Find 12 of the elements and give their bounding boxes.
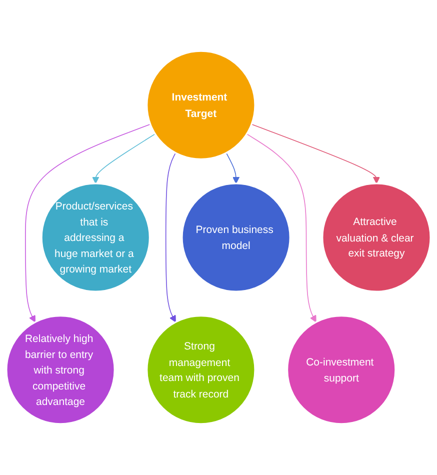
node-circle: Attractive valuation & clear exit strategy [322,182,432,292]
node-circle: Relatively high barrier to entry with strong competitive advantage [6,314,116,425]
node-circle: Proven business model [181,182,291,292]
node-circle: Co-investment support [286,314,396,425]
arrow [246,134,316,322]
arrow [226,152,240,184]
arrow [92,134,156,184]
node-circle: Product/services that is addressing a huge market or a growing market [40,182,150,292]
arrow [251,124,380,184]
node-circle: Investment Target [146,50,256,160]
arrow [165,152,176,322]
node-circle: Strong management team with proven track record [146,314,256,425]
